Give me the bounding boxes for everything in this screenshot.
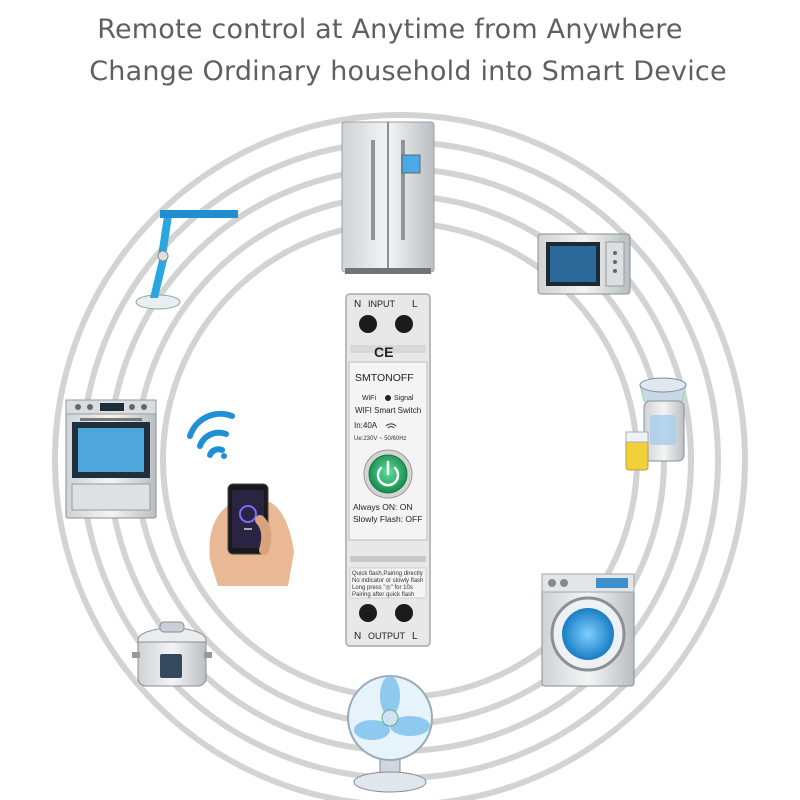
desk-lamp-icon [135,210,238,310]
product-name: WIFI Smart Switch [355,406,421,415]
headline-line-1: Remote control at Anytime from Anywhere [97,14,683,45]
wifi-icon [187,410,235,459]
signal-label: Signal [394,395,414,402]
current-rating: In:40A [354,421,378,430]
brand-label: SMTONOFF [355,372,414,384]
output-n-label: N [354,631,361,642]
note-line-3: Long press "◎" for 10s [352,585,413,591]
smart-switch-device: N INPUT L CE SMTONOFF WiFi Signal WIFI S… [345,293,431,647]
rice-cooker-icon [132,621,212,687]
wifi-label: WiFi [362,395,376,402]
output-label: OUTPUT [368,631,406,641]
note-line-1: Quick flash,Pairing directly [352,571,423,577]
input-terminal-l [395,315,413,333]
input-l-label: L [412,299,418,310]
washing-machine-icon [541,573,635,687]
headline-line-2: Change Ordinary household into Smart Dev… [89,56,727,87]
input-terminal-n [359,315,377,333]
microwave-icon [537,233,631,295]
note-line-2: No indicator or slowly flash [352,578,423,584]
output-l-label: L [412,631,418,642]
fridge-icon [341,121,435,274]
output-terminal-n [359,604,377,622]
slowly-flash-label: Slowly Flash: OFF [353,514,422,524]
device-wifi-icon [385,423,397,429]
output-terminal-l [395,604,413,622]
always-on-label: Always ON: ON [353,502,413,512]
signal-led [385,395,391,401]
note-line-4: Pairing after quick flash [352,592,414,598]
input-label: INPUT [368,299,396,309]
input-n-label: N [354,299,361,310]
ce-mark: CE [374,344,393,360]
oven-icon [65,399,157,519]
power-icon [376,460,400,487]
voltage-rating: Ue:230V ~ 50/60Hz [354,436,407,442]
smartphone-icon [209,483,294,586]
fan-icon [347,675,433,793]
juicer-icon [625,377,687,471]
